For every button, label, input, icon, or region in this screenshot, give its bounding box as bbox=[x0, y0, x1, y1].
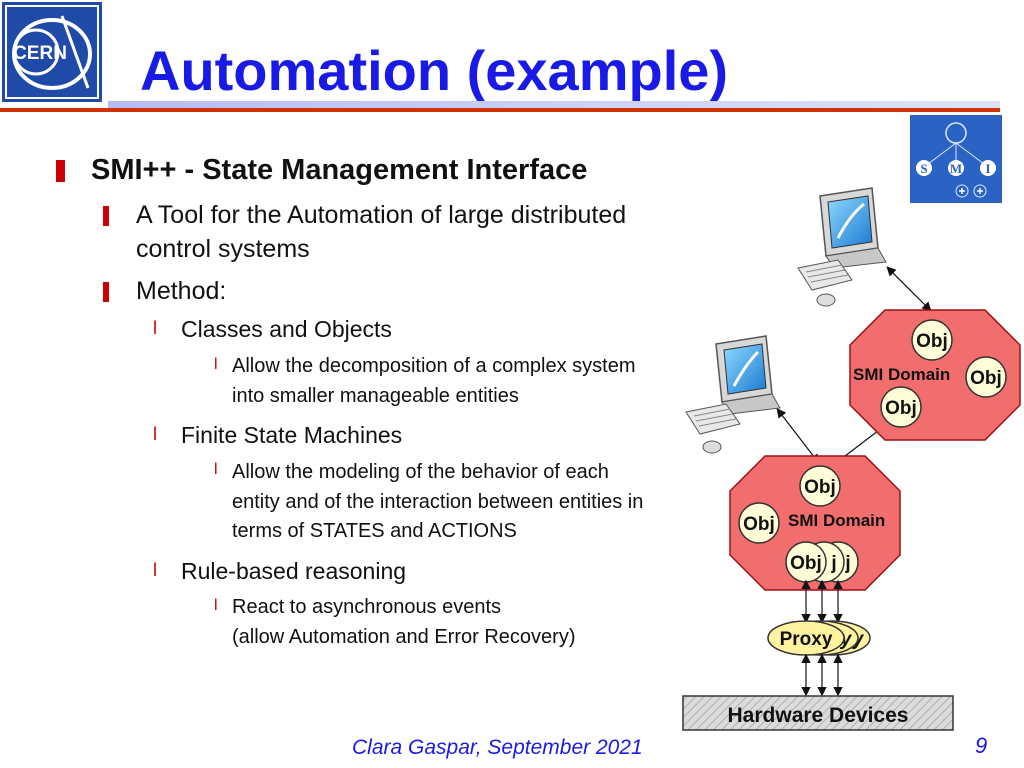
proxy-label: Proxy bbox=[780, 629, 833, 650]
bullet-marker bbox=[103, 282, 109, 302]
object-label: Obj bbox=[790, 553, 822, 574]
hardware-devices-label: Hardware Devices bbox=[728, 704, 909, 727]
fsm-desc-1: Allow the modeling of the behavior of ea… bbox=[232, 461, 609, 483]
object-node bbox=[799, 465, 841, 507]
bullet-marker: l bbox=[214, 597, 218, 614]
classes-desc-1: Allow the decomposition of a complex sys… bbox=[232, 355, 636, 377]
bullet-marker: l bbox=[153, 560, 157, 580]
cern-logo: CERN bbox=[2, 2, 102, 102]
bullet-marker: l bbox=[153, 424, 157, 444]
smi-logo-icon: S M I bbox=[916, 122, 996, 198]
object-node bbox=[965, 356, 1007, 398]
rules-desc-1: React to asynchronous events bbox=[232, 596, 502, 618]
tool-line-1: A Tool for the Automation of large distr… bbox=[136, 201, 627, 229]
smi-logo-m: M bbox=[950, 161, 962, 176]
bullet-marker bbox=[56, 160, 65, 182]
object-label: Obj bbox=[804, 477, 836, 498]
bullet-marker bbox=[103, 206, 109, 226]
heading-smi: SMI++ - State Management Interface bbox=[91, 154, 588, 186]
classes-desc-2: into smaller manageable entities bbox=[232, 385, 519, 407]
footer-author: Clara Gaspar, September 2021 bbox=[352, 736, 643, 759]
cern-logo-text: CERN bbox=[13, 43, 67, 64]
finite-state-machines: Finite State Machines bbox=[181, 422, 403, 448]
object-label: j bbox=[844, 553, 850, 574]
computer-workstation-icon bbox=[797, 187, 887, 307]
smi-logo-i: I bbox=[985, 161, 990, 176]
smi-logo: S M I bbox=[910, 115, 1002, 203]
object-node bbox=[738, 502, 780, 544]
object-label: Obj bbox=[916, 331, 948, 352]
bullet-marker: l bbox=[214, 356, 218, 373]
title-underline bbox=[108, 101, 1000, 108]
object-label: j bbox=[830, 553, 836, 574]
fsm-desc-3: terms of STATES and ACTIONS bbox=[232, 520, 517, 542]
object-label: Obj bbox=[743, 514, 775, 535]
fsm-desc-2: entity and of the interaction between en… bbox=[232, 491, 644, 513]
bullet-marker: l bbox=[153, 318, 157, 338]
smi-logo-s: S bbox=[920, 161, 927, 176]
title-rule bbox=[0, 108, 1000, 112]
rule-based-reasoning: Rule-based reasoning bbox=[181, 558, 407, 584]
rules-desc-2: (allow Automation and Error Recovery) bbox=[232, 626, 576, 648]
method-label: Method: bbox=[136, 277, 227, 305]
hardware-devices-box bbox=[682, 695, 954, 731]
smi-domain-bottom-label: SMI Domain bbox=[788, 511, 885, 530]
object-node bbox=[880, 386, 922, 428]
smi-domain-top-label: SMI Domain bbox=[853, 365, 950, 384]
computer-workstation-icon bbox=[685, 335, 781, 454]
object-label: Obj bbox=[885, 398, 917, 419]
classes-objects: Classes and Objects bbox=[181, 316, 392, 342]
object-node bbox=[911, 319, 953, 361]
object-label: Obj bbox=[970, 368, 1002, 389]
tool-line-2: control systems bbox=[136, 235, 310, 263]
slide-title: Automation (example) bbox=[140, 39, 729, 102]
page-number: 9 bbox=[975, 733, 988, 758]
bullet-marker: l bbox=[214, 461, 218, 478]
cern-logo-icon: CERN bbox=[5, 5, 99, 99]
